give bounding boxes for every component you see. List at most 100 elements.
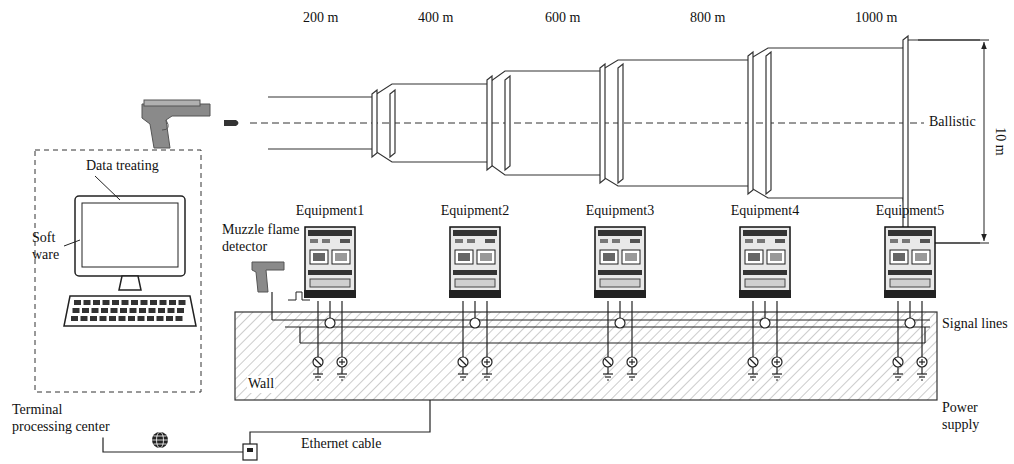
equipment-panel bbox=[767, 250, 785, 264]
pistol bbox=[162, 120, 168, 130]
ground-symbol bbox=[603, 357, 613, 367]
signal-wire bbox=[317, 301, 318, 357]
leader-label: Data treating bbox=[86, 158, 159, 175]
equipment-panel bbox=[890, 250, 908, 264]
signal-wire bbox=[317, 379, 319, 380]
keyboard-key bbox=[81, 316, 88, 321]
equipment-panel bbox=[745, 239, 753, 243]
signal-wire bbox=[921, 379, 923, 380]
equipment-label: Equipment5 bbox=[870, 203, 950, 220]
signal-wire bbox=[462, 301, 463, 357]
wall: Wall bbox=[235, 312, 937, 400]
junction bbox=[905, 318, 915, 328]
signal-wire bbox=[315, 376, 321, 377]
ground-symbol bbox=[313, 357, 323, 367]
equipment-panel bbox=[739, 290, 791, 298]
keyboard-key bbox=[176, 316, 183, 321]
equipment-panel bbox=[770, 253, 782, 261]
signal-wire bbox=[272, 319, 930, 320]
keyboard-key bbox=[179, 300, 186, 305]
equipment-panel bbox=[622, 250, 640, 264]
keyboard-key bbox=[101, 308, 108, 313]
equipment-panel bbox=[890, 279, 930, 287]
equipment-label: Equipment3 bbox=[580, 203, 660, 220]
signal-wire bbox=[458, 373, 468, 374]
keyboard-key bbox=[139, 308, 146, 313]
keyboard-key bbox=[160, 300, 167, 305]
router-icon bbox=[243, 444, 257, 460]
keyboard-key bbox=[169, 300, 176, 305]
sky-screen-gate bbox=[600, 64, 605, 183]
equipment-label: Equipment2 bbox=[435, 203, 515, 220]
signal-wire bbox=[921, 359, 922, 365]
equipment-icon bbox=[739, 226, 791, 298]
keyboard-key bbox=[92, 308, 99, 313]
equipment-icon bbox=[449, 226, 501, 298]
power-symbol bbox=[482, 357, 492, 367]
keyboard-key bbox=[93, 300, 100, 305]
signal-wire bbox=[460, 376, 466, 377]
sky-screen-gate bbox=[372, 90, 377, 157]
signal-wire bbox=[341, 367, 342, 374]
keyboard-key bbox=[103, 300, 110, 305]
keyboard-key bbox=[166, 316, 173, 321]
signal-wire bbox=[272, 292, 930, 380]
pistol bbox=[142, 100, 210, 148]
keyboard-key bbox=[74, 300, 81, 305]
wall-hatching bbox=[235, 312, 937, 400]
component-label: Muzzle flame detector bbox=[222, 222, 302, 256]
power-symbol bbox=[627, 357, 637, 367]
equipment-panel bbox=[455, 250, 473, 264]
network-globe bbox=[152, 432, 168, 448]
power-symbol bbox=[917, 357, 927, 367]
keyboard-key bbox=[147, 316, 154, 321]
signal-wire bbox=[776, 359, 777, 365]
signal-wire bbox=[462, 367, 463, 374]
keyboard-key bbox=[157, 316, 164, 321]
equipment-panel bbox=[600, 250, 618, 264]
equipment-box: Equipment3 bbox=[580, 203, 660, 303]
equipment-panel bbox=[308, 230, 352, 236]
equipment-panel bbox=[912, 250, 930, 264]
equipment-icon bbox=[594, 226, 646, 298]
signal-wire bbox=[631, 367, 632, 374]
signal-wire bbox=[460, 359, 466, 365]
equipment-panel bbox=[304, 290, 356, 298]
signal-wire bbox=[919, 376, 925, 377]
network-globe bbox=[152, 440, 168, 441]
equipment-icon bbox=[884, 226, 936, 298]
equipment-icon bbox=[304, 226, 356, 298]
signal-wire bbox=[776, 379, 778, 380]
equipment-box: Equipment4 bbox=[725, 203, 805, 303]
signal-wire bbox=[271, 292, 272, 320]
sky-screen-gate bbox=[766, 52, 771, 194]
keyboard-key bbox=[90, 316, 97, 321]
distance-label: 600 m bbox=[545, 10, 580, 27]
sky-screen-gate bbox=[505, 76, 510, 170]
equipment-panel bbox=[745, 250, 763, 264]
equipment-panel bbox=[748, 253, 760, 261]
distance-label: 800 m bbox=[690, 10, 725, 27]
equipment-panel bbox=[743, 230, 787, 236]
signal-wire bbox=[897, 367, 898, 374]
signal-wire bbox=[924, 327, 925, 343]
equipment-panel bbox=[485, 239, 495, 243]
ground-symbol bbox=[458, 357, 468, 367]
signal-wire bbox=[603, 373, 613, 374]
junction bbox=[615, 318, 625, 328]
router-icon bbox=[247, 448, 253, 452]
equipment-panel bbox=[458, 253, 470, 261]
distance-label: 400 m bbox=[418, 10, 453, 27]
bullet bbox=[224, 120, 239, 126]
keyboard-key bbox=[100, 316, 107, 321]
equipment-panel bbox=[915, 253, 927, 261]
equipment-panel bbox=[449, 290, 501, 298]
equipment-panel bbox=[745, 279, 785, 287]
signal-wire bbox=[893, 373, 903, 374]
equipment-panel bbox=[885, 227, 935, 297]
ballistic-tube bbox=[268, 40, 980, 97]
signal-wire bbox=[752, 379, 754, 380]
sky-screen-gate bbox=[390, 90, 395, 157]
